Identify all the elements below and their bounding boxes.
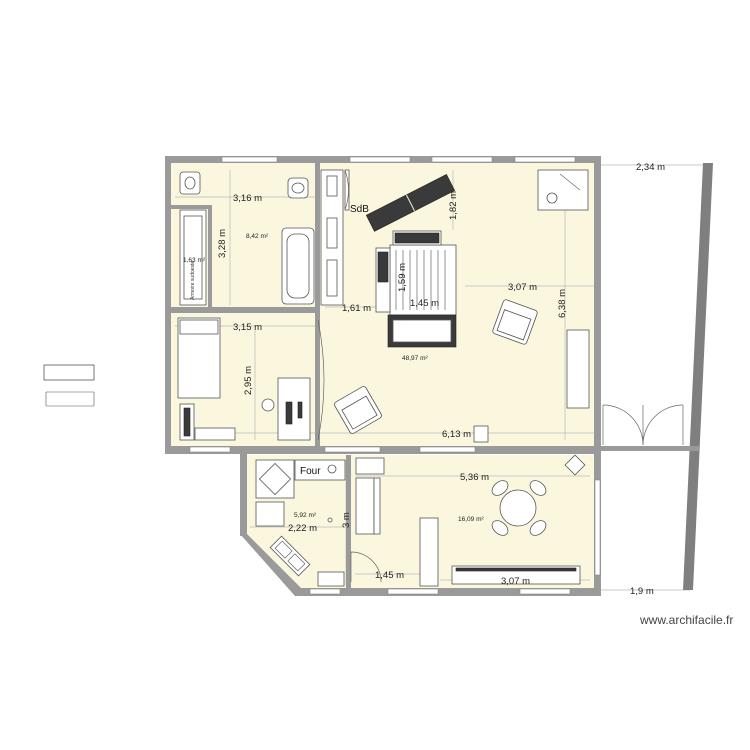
bedroom-furniture	[177, 317, 311, 441]
dining-furniture	[355, 454, 586, 587]
room-area-sdb: 8,42 m²	[246, 233, 269, 240]
doors	[317, 319, 684, 583]
dim-top-right: 2,34 m	[636, 162, 665, 173]
staircase	[395, 250, 446, 310]
walls	[165, 156, 713, 596]
oven-label: Four	[300, 466, 321, 477]
room-area-closet: 1,63 m²	[183, 257, 206, 264]
dim-stair-height: 1,59 m	[397, 263, 408, 292]
dimension-labels: 2,34 m 3,16 m 3,28 m 1,82 m 1,59 m 1,45 …	[217, 162, 665, 597]
dim-main-height: 6,38 m	[557, 289, 568, 318]
windows	[189, 156, 601, 595]
dim-stair-width: 1,45 m	[410, 298, 439, 309]
dim-bedroom-width: 3,15 m	[233, 322, 262, 333]
dim-main-right: 3,07 m	[508, 282, 537, 293]
kitchen-furniture: Four	[255, 459, 346, 587]
room-label-sdb: SdB	[350, 204, 369, 215]
dim-dining-bottom: 3,07 m	[501, 576, 530, 587]
dim-corridor: 1,61 m	[342, 303, 371, 314]
room-labels: SdB 8,42 m² 1,63 m² 48,97 m² 5,92 m² 16,…	[183, 204, 484, 523]
main-room-furniture	[334, 169, 590, 443]
dim-dining-top: 5,36 m	[460, 472, 489, 483]
bathroom-fixtures: Armoire sudoeste	[179, 169, 350, 306]
dim-sdb-width: 3,16 m	[233, 193, 262, 204]
room-area-main: 48,97 m²	[402, 355, 428, 362]
legend-boxes	[43, 364, 95, 407]
dim-sdb-right: 1,82 m	[448, 191, 459, 220]
dim-kitchen-width: 2,22 m	[288, 523, 317, 534]
dim-main-bottom: 6,13 m	[442, 429, 471, 440]
dim-door-width: 1,45 m	[375, 570, 404, 581]
closet-note: Armoire sudoeste	[190, 261, 196, 300]
room-area-kitchen: 5,92 m²	[294, 512, 317, 519]
watermark: www.archifacile.fr	[639, 613, 733, 627]
dim-kitchen-height: 3 m	[341, 512, 352, 528]
dim-bottom-right: 1,9 m	[630, 586, 654, 597]
dim-sdb-height: 3,28 m	[217, 229, 228, 258]
room-area-dining: 16,09 m²	[458, 516, 484, 523]
dim-bedroom-height: 2,95 m	[243, 366, 254, 395]
